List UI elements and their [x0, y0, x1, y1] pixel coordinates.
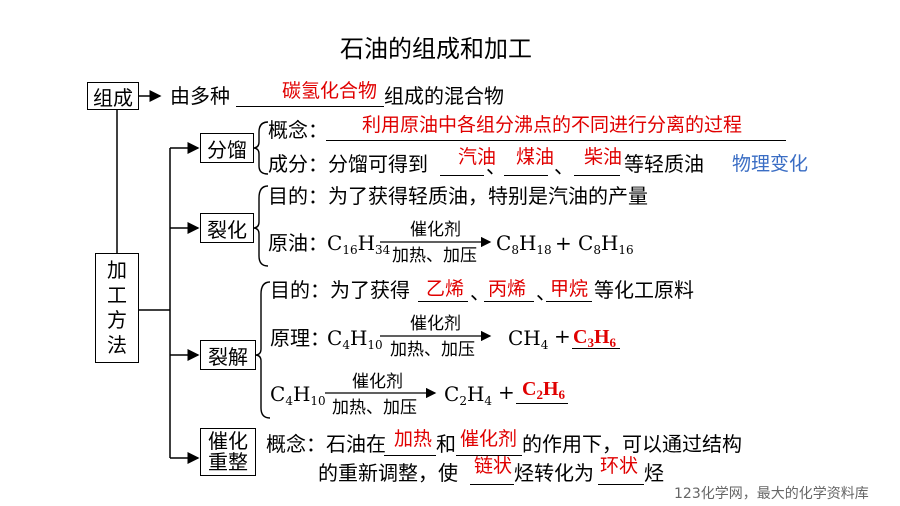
cracking-reactant: C16H34	[327, 231, 391, 257]
distillation-box: 分馏	[200, 133, 254, 163]
reforming-line1-suffix: 的作用下，可以通过结构	[522, 432, 742, 456]
pyrolysis-conditions-2: 加热、加压	[332, 398, 417, 418]
blank-12	[598, 484, 644, 485]
product-gasoline: 汽油	[458, 146, 497, 168]
processing-methods-box: 加 工 方 法	[95, 253, 139, 363]
separator: 、	[536, 280, 556, 304]
cracking-conditions: 加热、加压	[392, 246, 477, 266]
cracking-purpose: 目的：为了获得轻质油，特别是汽油的产量	[268, 184, 648, 208]
pyrolysis-purpose-prefix: 目的：为了获得	[270, 278, 410, 302]
processing-char-3: 方	[107, 308, 127, 332]
product-diesel: 柴油	[584, 146, 623, 168]
distillation-concept-blank	[326, 140, 786, 141]
distillation-component-label: 成分：分馏可得到	[268, 152, 428, 176]
pyrolysis-principle-label: 原理：	[270, 326, 330, 350]
cracking-product-1: C8H18	[496, 231, 552, 257]
blank-11	[470, 484, 514, 485]
blank-9	[384, 455, 436, 456]
cracking-catalyst: 催化剂	[410, 220, 461, 240]
cracking-principle-label: 原油：	[268, 231, 328, 255]
answer-ring: 环状	[600, 455, 639, 477]
change-type-note: 物理变化	[732, 153, 809, 175]
separator: 、	[554, 154, 574, 178]
reforming-line2-mid: 烃转化为	[514, 461, 594, 485]
composition-answer: 碳氢化合物	[282, 80, 378, 102]
product-propylene: 丙烯	[488, 278, 527, 300]
distillation-concept-answer: 利用原油中各组分沸点的不同进行分离的过程	[362, 114, 743, 136]
pyrolysis-product-methane: CH4	[508, 326, 549, 352]
reforming-box-line-1: 催化	[208, 429, 248, 453]
pyrolysis-reactant-1: C4H10	[327, 326, 383, 352]
distillation-concept-label: 概念：	[268, 118, 328, 142]
blank-10	[456, 455, 522, 456]
product-methane: 甲烷	[550, 278, 589, 300]
blank-1	[440, 175, 484, 176]
page-title: 石油的组成和加工	[340, 35, 532, 63]
pyrolysis-purpose-suffix: 等化工原料	[594, 278, 694, 302]
pyrolysis-reactant-2: C4H10	[270, 382, 326, 408]
plus-sign: +	[498, 380, 515, 404]
answer-catalyst: 催化剂	[460, 428, 518, 450]
answer-chain: 链状	[474, 455, 513, 477]
composition-suffix: 组成的混合物	[384, 84, 504, 108]
separator: 、	[470, 280, 490, 304]
answer-heat: 加热	[394, 428, 433, 450]
reforming-line2-prefix: 的重新调整，使	[318, 461, 458, 485]
blank-5	[484, 301, 534, 302]
blank-3	[574, 175, 620, 176]
pyrolysis-catalyst-1: 催化剂	[410, 314, 461, 334]
pyrolysis-product-ethylene: C2H4	[444, 382, 493, 408]
product-ethylene: 乙烯	[426, 278, 465, 300]
composition-blank	[236, 106, 384, 107]
processing-char-4: 法	[107, 333, 127, 357]
plus-sign: +	[554, 324, 571, 348]
separator: 、	[486, 154, 506, 178]
cracking-box: 裂化	[200, 213, 254, 243]
processing-char-1: 加	[107, 258, 127, 282]
blank-8	[516, 403, 568, 404]
plus-sign: +	[555, 231, 572, 255]
reforming-and: 和	[436, 432, 456, 456]
blank-4	[418, 301, 468, 302]
reforming-box: 催化 重整	[200, 428, 256, 476]
reforming-line2-suffix: 烃	[644, 461, 664, 485]
pyrolysis-catalyst-2: 催化剂	[352, 372, 403, 392]
watermark: 123化学网，最大的化学资料库	[674, 486, 869, 502]
blank-7	[572, 348, 620, 349]
pyrolysis-box: 裂解	[200, 340, 256, 370]
processing-char-2: 工	[107, 283, 127, 307]
composition-box: 组成	[87, 82, 139, 110]
answer-propylene-formula: C3H6	[573, 326, 617, 350]
blank-2	[504, 175, 548, 176]
answer-ethane-formula: C2H6	[522, 378, 566, 402]
composition-prefix: 由多种	[170, 84, 230, 108]
cracking-product-2: C8H16	[578, 231, 634, 257]
blank-6	[546, 301, 592, 302]
pyrolysis-conditions-1: 加热、加压	[390, 340, 475, 360]
product-kerosene: 煤油	[516, 146, 555, 168]
reforming-box-line-2: 重整	[208, 450, 248, 474]
reforming-line1-prefix: 概念：石油在	[266, 432, 386, 456]
distillation-component-suffix: 等轻质油	[624, 152, 704, 176]
